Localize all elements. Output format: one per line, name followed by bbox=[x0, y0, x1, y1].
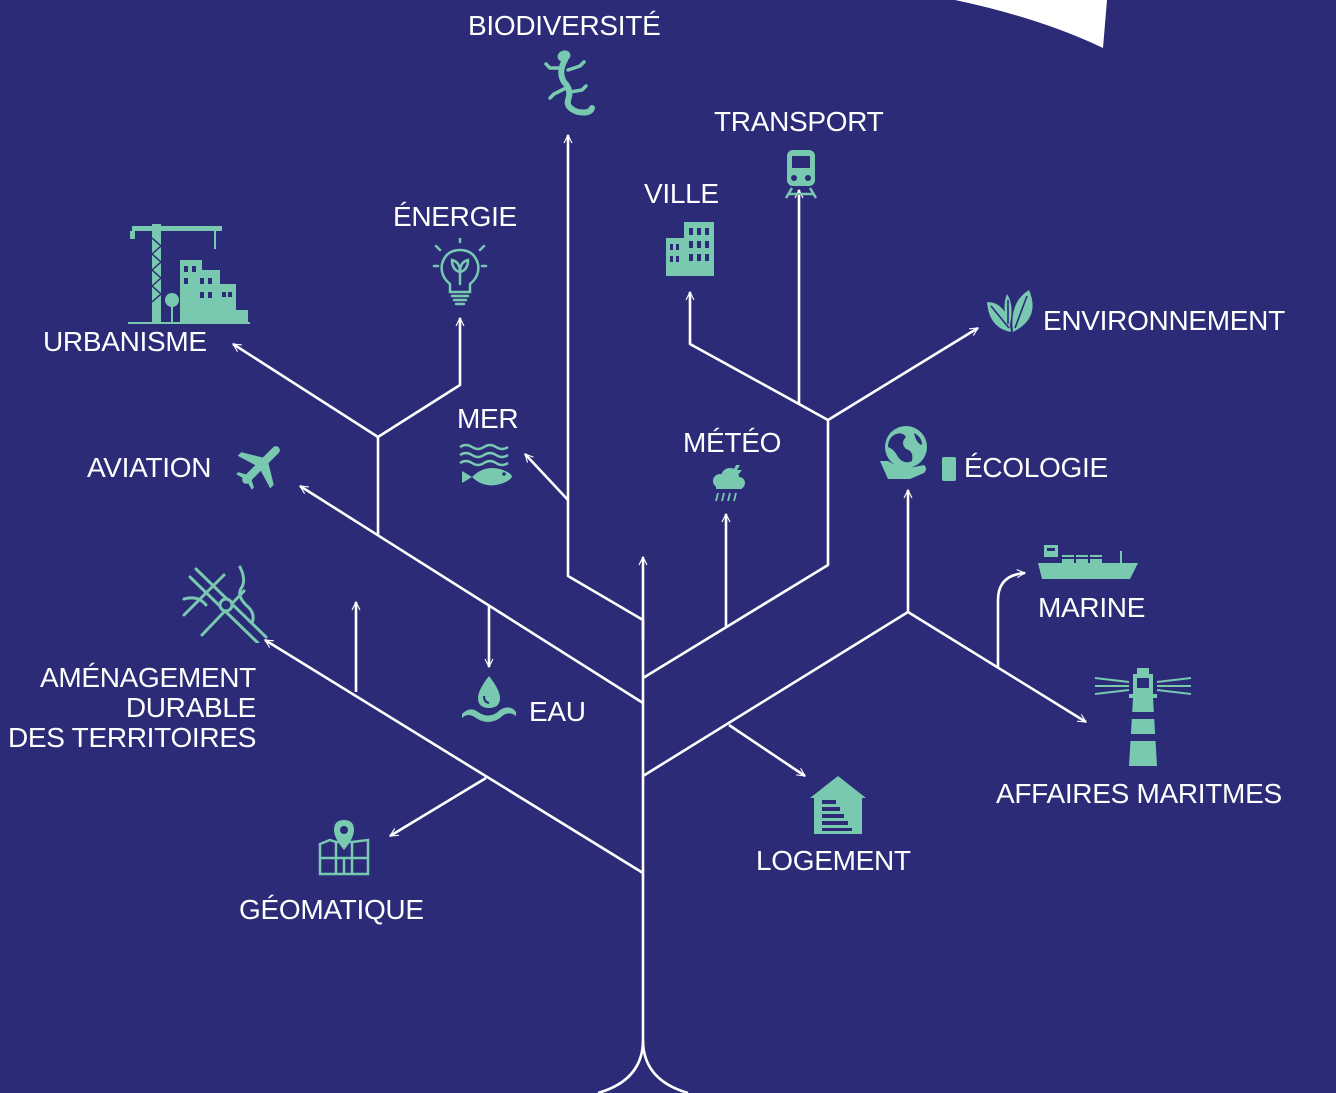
label-energie: ÉNERGIE bbox=[393, 201, 517, 232]
branch-aviation bbox=[300, 484, 644, 705]
storm-cloud-icon bbox=[713, 465, 745, 502]
branch-geomatique bbox=[390, 776, 487, 838]
label-ecologie: ÉCOLOGIE bbox=[964, 452, 1108, 483]
train-icon bbox=[784, 150, 818, 199]
building-icon bbox=[666, 222, 714, 276]
branch-ville bbox=[690, 292, 829, 422]
label-ville: VILLE bbox=[644, 178, 719, 209]
water-drop-icon bbox=[462, 676, 516, 722]
label-transport: TRANSPORT bbox=[714, 106, 884, 137]
gecko-icon bbox=[544, 50, 595, 116]
branch-right-upper bbox=[642, 420, 830, 680]
label-marine: MARINE bbox=[1038, 592, 1146, 623]
label-eau: EAU bbox=[529, 696, 586, 727]
label-meteo: MÉTÉO bbox=[683, 427, 782, 458]
label-geomatique: GÉOMATIQUE bbox=[239, 894, 424, 925]
branch-urbanisme bbox=[233, 342, 379, 439]
label-mer: MER bbox=[457, 403, 519, 434]
lighthouse-icon bbox=[1094, 668, 1192, 766]
fish-waves-icon bbox=[459, 443, 512, 486]
map-pin-icon bbox=[318, 820, 370, 876]
label-logement: LOGEMENT bbox=[756, 845, 911, 876]
branch-marine bbox=[996, 573, 1025, 667]
airplane-icon bbox=[236, 446, 280, 490]
speech-bubble-decoration bbox=[955, 0, 1107, 48]
root-left bbox=[597, 1039, 645, 1093]
label-amenagement-line2: DURABLE bbox=[125, 692, 256, 723]
label-environnement: ENVIRONNEMENT bbox=[1043, 305, 1285, 336]
branch-environnement bbox=[827, 326, 978, 422]
globe-hand-icon bbox=[880, 426, 956, 481]
label-biodiversite: BIODIVERSITÉ bbox=[468, 10, 661, 41]
lightbulb-icon bbox=[432, 238, 488, 306]
label-amenagement-line3: DES TERRITOIRES bbox=[8, 722, 257, 753]
branch-logement bbox=[728, 723, 805, 778]
cargo-ship-icon bbox=[1038, 545, 1138, 579]
branch-energie bbox=[377, 318, 460, 439]
label-aviation: AVIATION bbox=[87, 452, 212, 483]
label-affaires-maritimes: AFFAIRES MARITMES bbox=[996, 778, 1282, 809]
street-map-icon bbox=[182, 565, 268, 643]
house-energy-icon bbox=[810, 776, 866, 834]
construction-crane-icon bbox=[128, 224, 250, 324]
label-amenagement-line1: AMÉNAGEMENT bbox=[39, 662, 256, 693]
branch-biodiversite bbox=[568, 135, 644, 622]
root-right bbox=[641, 1039, 689, 1093]
leaves-icon bbox=[987, 290, 1033, 332]
label-urbanisme: URBANISME bbox=[43, 326, 207, 357]
branch-amenagement bbox=[265, 638, 644, 875]
label-amenagement: AMÉNAGEMENT DURABLE DES TERRITOIRES bbox=[8, 663, 256, 753]
branch-mer bbox=[524, 454, 569, 501]
